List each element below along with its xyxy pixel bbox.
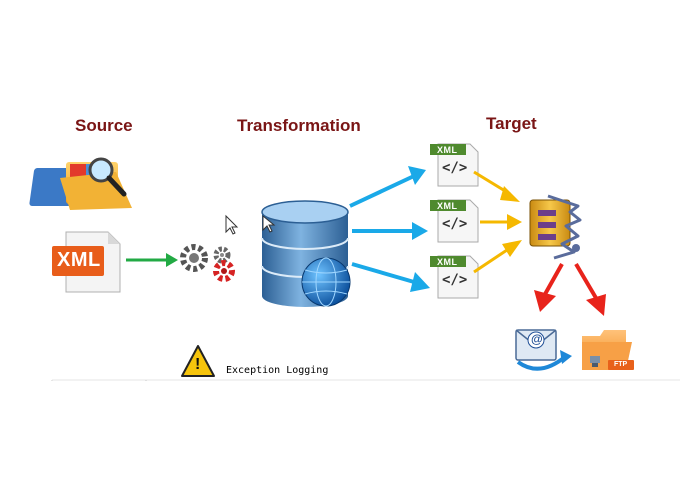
gears-icon (180, 244, 235, 282)
code-icon-1: </> (442, 160, 468, 176)
ftp-folder-icon (582, 330, 634, 370)
xml-file-icon (52, 231, 121, 293)
target-xml-label-2: XML (437, 201, 458, 211)
source-xml-label: XML (57, 249, 101, 271)
transform-to-xml2-arrow (352, 222, 428, 240)
transform-to-xml3-arrow (351, 262, 430, 292)
target-xml-label-1: XML (437, 145, 458, 155)
target-xml-file-1 (430, 143, 479, 187)
exception-logging-label: Exception Logging (226, 365, 329, 376)
xml2-to-archive-arrow (480, 214, 522, 230)
mouse-cursor-icon (225, 214, 239, 235)
transform-to-xml1-arrow (349, 166, 426, 208)
ftp-label: FTP (614, 361, 628, 368)
target-xml-file-3 (430, 255, 479, 299)
code-icon-2: </> (442, 216, 468, 232)
code-icon-3: </> (442, 272, 468, 288)
warning-glyph: ! (195, 356, 201, 373)
folder-search-icon (29, 157, 132, 210)
archive-to-ftp-arrow (574, 262, 606, 316)
source-heading: Source (75, 116, 133, 135)
source-to-transform-arrow (126, 253, 178, 267)
xml3-to-archive-arrow (473, 240, 522, 274)
xml1-to-archive-arrow (473, 170, 520, 202)
transformation-heading: Transformation (237, 116, 361, 135)
target-heading: Target (486, 114, 537, 133)
archive-to-email-arrow (534, 263, 564, 312)
zip-archive-icon (529, 194, 582, 260)
target-xml-label-3: XML (437, 257, 458, 267)
target-xml-file-2 (430, 199, 479, 243)
globe-icon (301, 257, 351, 307)
warning-icon (181, 345, 215, 377)
email-at-glyph: @ (531, 332, 543, 346)
email-icon (515, 329, 572, 371)
